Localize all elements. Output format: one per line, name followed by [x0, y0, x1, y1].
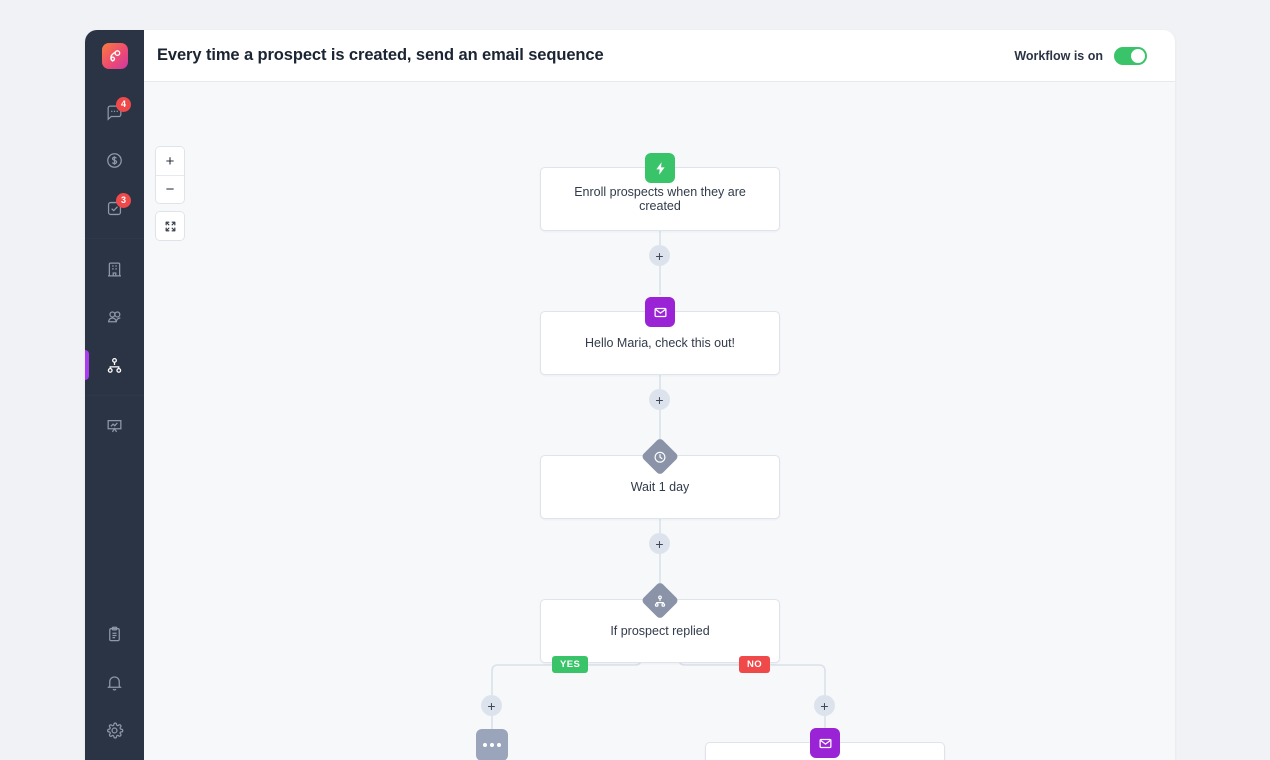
top-bar: Every time a prospect is created, send a… — [144, 30, 1175, 82]
brand-logo-icon — [101, 42, 128, 69]
fit-to-screen-icon — [165, 221, 175, 231]
node-branch[interactable]: If prospect replied — [540, 581, 780, 663]
branch-tag-yes: YES — [552, 656, 589, 673]
bell-icon — [107, 675, 122, 690]
node-wait[interactable]: Wait 1 day — [540, 437, 780, 519]
page-title: Every time a prospect is created, send a… — [157, 46, 604, 64]
workflow-canvas[interactable]: + − — [144, 82, 1175, 760]
node-email-1-label: Hello Maria, check this out! — [584, 336, 736, 350]
sidebar-item-clipboard[interactable] — [85, 610, 144, 658]
clock-icon — [640, 437, 680, 476]
app-logo[interactable] — [85, 30, 144, 82]
badge-conversations: 4 — [116, 97, 131, 112]
sidebar-item-conversations[interactable]: 4 — [85, 88, 144, 136]
toggle-knob — [1131, 48, 1145, 63]
workflow-toggle[interactable] — [1114, 46, 1147, 65]
badge-tasks: 3 — [116, 193, 131, 208]
sidebar-item-workflows[interactable] — [85, 341, 144, 389]
add-step-button-no[interactable]: + — [814, 695, 835, 716]
add-step-button-2[interactable]: + — [649, 389, 670, 410]
ellipsis-icon — [483, 743, 501, 747]
fit-to-screen-button[interactable] — [156, 212, 184, 240]
zoom-controls: + − — [155, 146, 185, 248]
node-email-2[interactable]: Re: Hello Maria, check this out ! — [705, 728, 945, 760]
building-icon — [108, 262, 121, 276]
envelope-icon — [645, 297, 675, 327]
gear-icon — [107, 721, 124, 739]
sidebar-group-crm — [85, 239, 144, 395]
workflow-toggle-label: Workflow is on — [1014, 48, 1103, 63]
add-step-button-3[interactable]: + — [649, 533, 670, 554]
flow-graph: Enroll prospects when they are created +… — [144, 82, 1175, 760]
node-branch-label: If prospect replied — [610, 624, 710, 638]
node-wait-label: Wait 1 day — [630, 480, 690, 494]
sidebar-item-contacts[interactable] — [85, 293, 144, 341]
sidebar: 4 3 — [85, 30, 144, 760]
branch-split-icon — [640, 581, 680, 620]
main-area: Every time a prospect is created, send a… — [144, 30, 1175, 760]
sidebar-group-primary: 4 3 — [85, 82, 144, 238]
checkbox-icon — [107, 201, 122, 215]
presentation-chart-icon — [107, 419, 122, 432]
fit-screen-group — [155, 211, 185, 241]
sidebar-item-notifications[interactable] — [85, 658, 144, 706]
sidebar-item-deals[interactable] — [85, 136, 144, 184]
sidebar-divider-2 — [85, 395, 144, 396]
add-step-button-1[interactable]: + — [649, 245, 670, 266]
zoom-in-button[interactable]: + — [156, 147, 184, 175]
zoom-inout-group: + − — [155, 146, 185, 204]
workflow-hierarchy-icon — [107, 357, 122, 373]
lightning-bolt-icon — [645, 153, 675, 183]
node-trigger[interactable]: Enroll prospects when they are created — [540, 153, 780, 231]
node-email-1[interactable]: Hello Maria, check this out! — [540, 297, 780, 375]
clipboard-icon — [109, 626, 120, 641]
add-step-button-yes[interactable]: + — [481, 695, 502, 716]
sidebar-item-settings[interactable] — [85, 706, 144, 754]
node-trigger-label: Enroll prospects when they are created — [574, 185, 746, 213]
sidebar-item-companies[interactable] — [85, 245, 144, 293]
sidebar-group-bottom — [85, 604, 144, 760]
sidebar-divider-1 — [85, 238, 144, 239]
topbar-right: Workflow is on — [1014, 46, 1147, 65]
sidebar-item-reports[interactable] — [85, 402, 144, 450]
branch-tag-no: NO — [739, 656, 771, 673]
app-window: 4 3 — [85, 30, 1175, 760]
sidebar-group-reports — [85, 396, 144, 456]
zoom-out-button[interactable]: − — [156, 175, 184, 203]
people-icon — [108, 310, 121, 322]
dollar-circle-icon — [107, 152, 122, 168]
envelope-icon — [810, 728, 840, 758]
sidebar-item-tasks[interactable]: 3 — [85, 184, 144, 232]
placeholder-step-yes[interactable] — [476, 729, 508, 760]
